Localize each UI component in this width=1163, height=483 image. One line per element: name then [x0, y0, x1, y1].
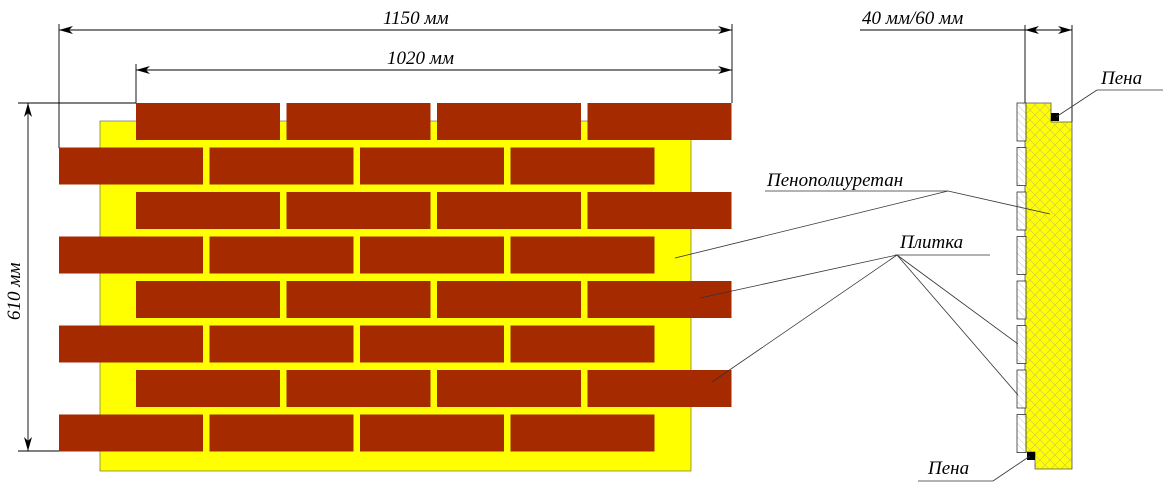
brick: [360, 236, 504, 274]
foam-top: [1051, 113, 1059, 121]
label-insulation: Пенополиуретан: [766, 170, 903, 191]
foam-bottom: [1027, 452, 1035, 460]
brick: [437, 370, 581, 407]
brick: [59, 147, 203, 185]
brick: [437, 192, 581, 229]
label-foam-bottom: Пена: [927, 458, 969, 479]
brick-grid: [59, 103, 732, 452]
brick: [360, 147, 504, 185]
brick: [587, 370, 732, 407]
dimension-1020: 1020 мм: [387, 48, 454, 69]
tile-profile: [1016, 369, 1027, 409]
brick: [136, 192, 280, 229]
leader-insulation: [674, 190, 1051, 259]
leader-foam-top: [1055, 89, 1163, 118]
brick: [587, 281, 732, 318]
brick: [59, 325, 203, 363]
label-tile: Плитка: [899, 232, 963, 253]
tile-profile: [1016, 191, 1027, 231]
tile-profile: [1016, 102, 1027, 142]
brick: [286, 103, 431, 140]
brick: [209, 147, 354, 185]
brick: [437, 103, 581, 140]
tile-profile: [1016, 280, 1027, 320]
brick: [510, 147, 655, 185]
tile-section: [1016, 102, 1027, 453]
brick: [136, 281, 280, 318]
leader-tile: [699, 254, 1019, 396]
thickness-extension-lines: [860, 25, 1073, 122]
tile-profile: [1016, 414, 1027, 453]
brick: [136, 103, 280, 140]
brick: [59, 236, 203, 274]
brick: [209, 414, 354, 452]
brick: [136, 370, 280, 407]
tile-profile: [1016, 236, 1027, 275]
brick: [587, 192, 732, 229]
brick: [510, 414, 655, 452]
brick: [59, 414, 203, 452]
label-foam-top: Пена: [1100, 68, 1142, 89]
brick: [286, 281, 431, 318]
brick: [360, 414, 504, 452]
brick: [510, 236, 655, 274]
brick: [510, 325, 655, 363]
extension-lines: [18, 24, 733, 452]
brick: [437, 281, 581, 318]
dimension-1150: 1150 мм: [383, 8, 449, 29]
brick: [360, 325, 504, 363]
tile-profile: [1016, 147, 1027, 186]
brick: [209, 325, 354, 363]
dimension-610: 610 мм: [4, 262, 25, 320]
tile-profile: [1016, 325, 1027, 364]
brick: [286, 370, 431, 407]
insulation-section: [1024, 102, 1073, 470]
dimension-thickness: 40 мм/60 мм: [862, 8, 963, 29]
brick: [587, 103, 732, 140]
brick: [209, 236, 354, 274]
leader-foam-bottom: [918, 455, 1031, 482]
brick: [286, 192, 431, 229]
